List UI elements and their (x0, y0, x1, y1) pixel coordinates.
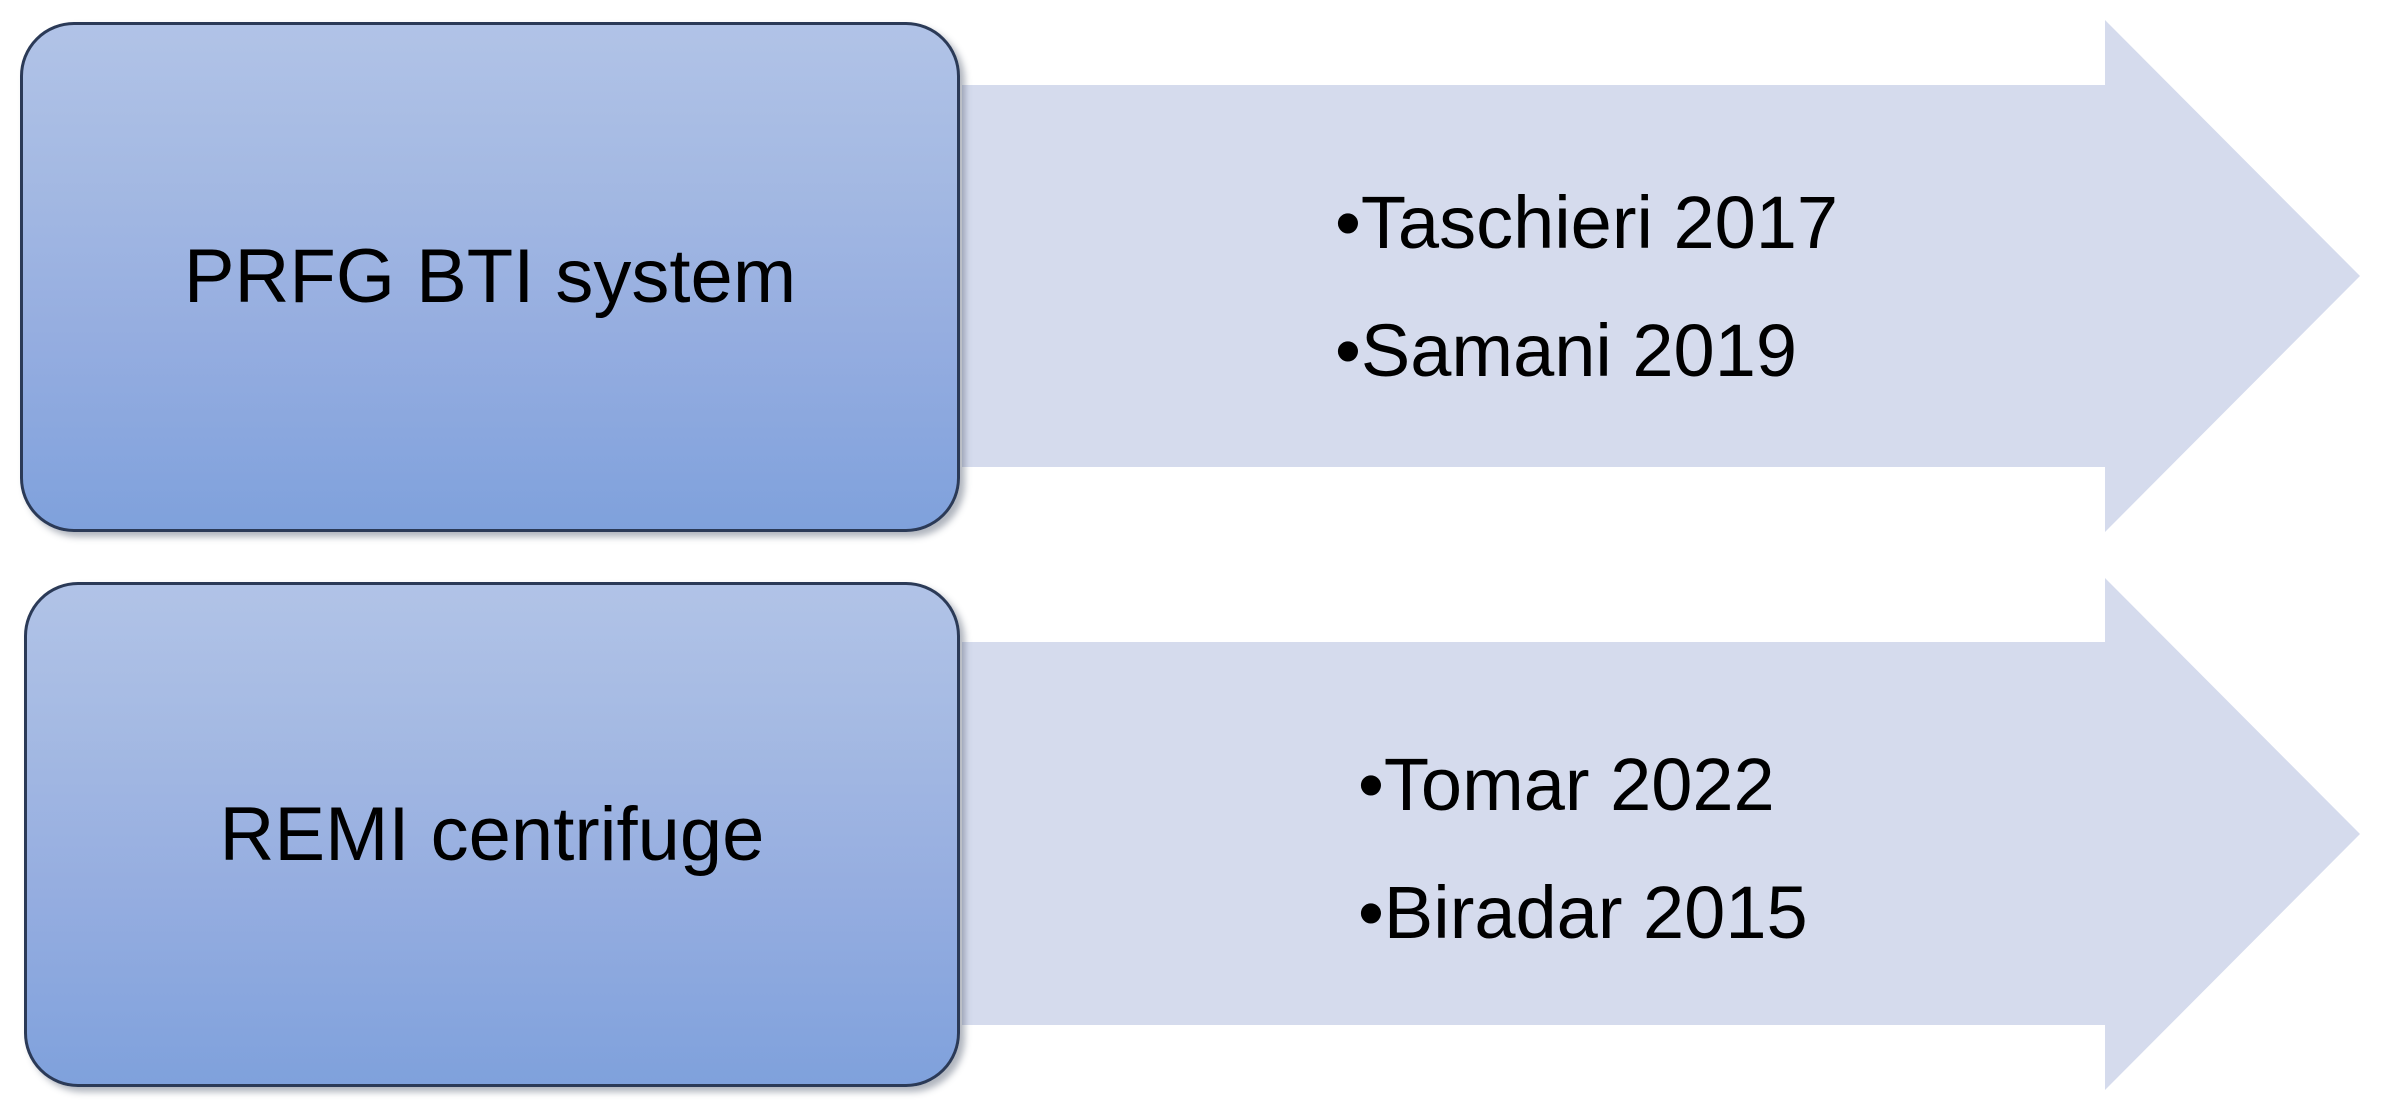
process-box-label-prfg: PRFG BTI system (183, 234, 797, 319)
bullet-label: Tomar 2022 (1383, 743, 1775, 826)
list-item: •Tomar 2022 (1358, 748, 1808, 822)
arrow-shape-prfg (962, 20, 2360, 532)
bullet-point-icon: • (1358, 871, 1384, 954)
arrow-shape-remi (962, 578, 2360, 1090)
bullet-label: Samani 2019 (1360, 309, 1798, 392)
arrow-bullet-list-prfg: •Taschieri 2017 •Samani 2019 (1335, 186, 1838, 388)
bullet-label: Taschieri 2017 (1360, 181, 1839, 264)
bullet-point-icon: • (1335, 181, 1361, 264)
bullet-label: Biradar 2015 (1383, 871, 1808, 954)
list-item: •Biradar 2015 (1358, 876, 1808, 950)
process-box-remi[interactable]: REMI centrifuge (24, 582, 960, 1087)
process-box-prfg[interactable]: PRFG BTI system (20, 22, 960, 532)
arrow-bullet-list-remi: •Tomar 2022 •Biradar 2015 (1358, 748, 1808, 950)
bullet-point-icon: • (1335, 309, 1361, 392)
process-box-label-remi: REMI centrifuge (219, 791, 765, 877)
list-item: •Taschieri 2017 (1335, 186, 1838, 260)
list-item: •Samani 2019 (1335, 314, 1838, 388)
bullet-point-icon: • (1358, 743, 1384, 826)
